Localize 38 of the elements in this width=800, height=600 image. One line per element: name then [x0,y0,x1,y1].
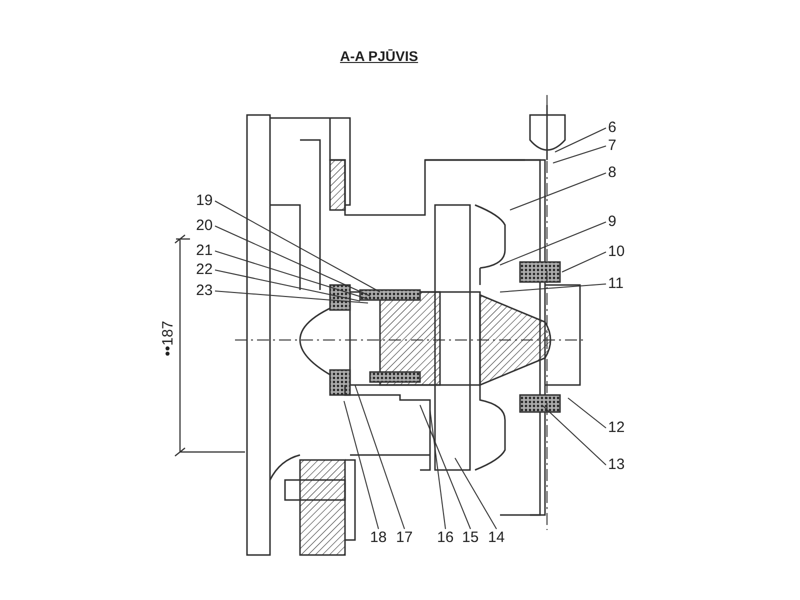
leader-line [420,404,471,530]
leader-line [214,250,368,300]
leader-line [554,128,606,152]
callout-number: 6 [608,120,616,136]
leader-line [510,172,606,210]
dimension-label: ••187 [159,320,176,356]
leader-line [430,410,446,530]
leader-line [214,226,370,296]
callout-number: 10 [608,244,625,260]
leader-line [500,284,606,292]
callout-number: 11 [608,276,624,292]
callout-number: 14 [488,530,505,546]
leader-line [344,400,379,530]
callout-number: 17 [396,530,413,546]
leader-line [562,252,606,272]
callout-number: 13 [608,457,625,473]
callout-number: 22 [196,262,213,278]
callout-number: 7 [608,138,616,154]
section-title: A-A PJŪVIS [340,48,418,64]
callout-number: 23 [196,283,213,299]
callout-number: 15 [462,530,479,546]
leader-line [214,270,360,302]
leader-line [454,458,497,530]
callout-number: 16 [437,530,454,546]
callout-number: 20 [196,218,213,234]
leader-line [500,222,606,266]
callout-number: 12 [608,420,625,436]
callout-number: 18 [370,530,387,546]
leader-line [214,290,368,304]
callout-number: 9 [608,214,616,230]
callout-number: 8 [608,165,616,181]
leader-line [552,146,606,164]
leader-line [354,384,405,530]
callout-number: 19 [196,193,213,209]
leader-line [214,200,380,292]
leader-line [542,404,606,466]
callout-number: 21 [196,243,213,259]
leader-line [568,398,606,428]
